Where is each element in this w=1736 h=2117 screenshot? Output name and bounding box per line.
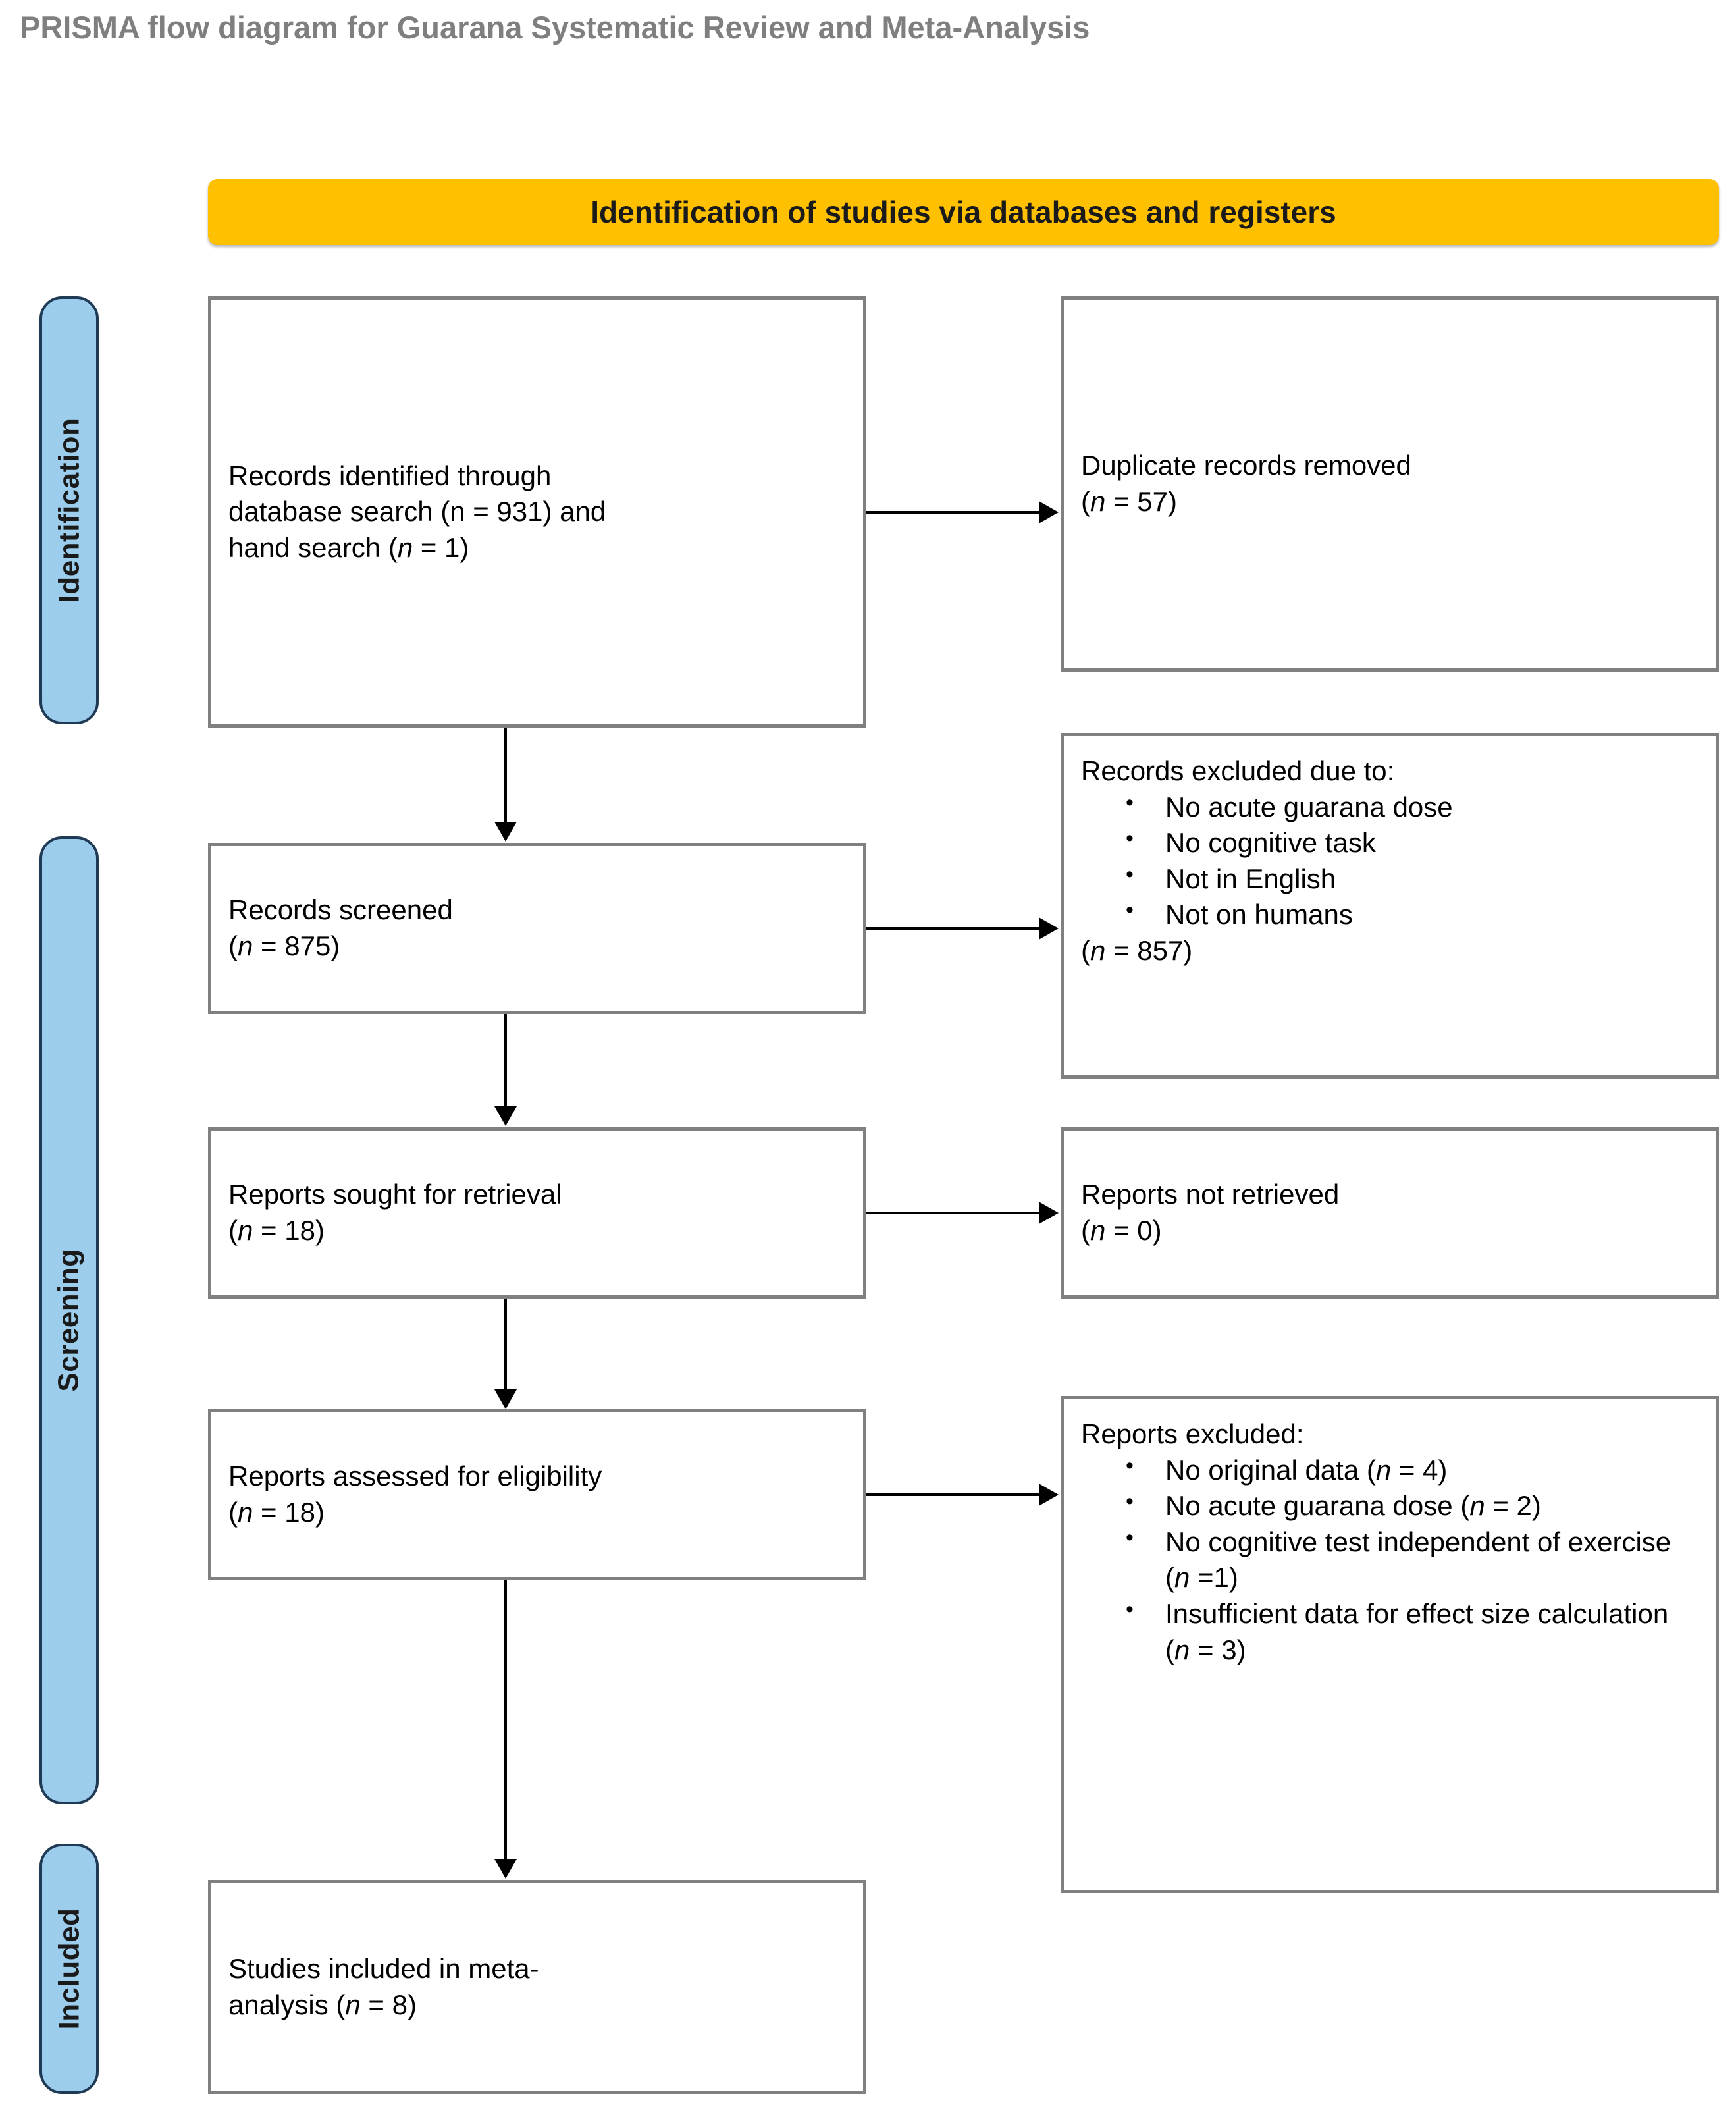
arrow-screened-to-sought xyxy=(504,1014,507,1108)
list-item: Not in English xyxy=(1126,860,1698,898)
arrow-sought-to-not-retrieved xyxy=(866,1212,1041,1214)
duplicates-paren-open: ( xyxy=(1081,486,1090,517)
box-studies-included-text: Studies included in meta- analysis (n = … xyxy=(228,1951,846,2023)
records-excluded-total: (n = 857) xyxy=(1081,933,1698,969)
list-item: No original data (n = 4) xyxy=(1126,1451,1698,1489)
list-item: No acute guarana dose (n = 2) xyxy=(1126,1487,1698,1524)
reports-excluded-b2-n-symbol: n xyxy=(1174,1562,1190,1594)
box-records-identified-text: Records identified through database sear… xyxy=(228,458,846,566)
reports-excluded-heading: Reports excluded: xyxy=(1081,1418,1304,1449)
reports-not-retrieved-line1: Reports not retrieved xyxy=(1081,1179,1340,1210)
studies-included-line1: Studies included in meta- xyxy=(228,1952,539,1984)
reports-assessed-line1: Reports assessed for eligibility xyxy=(228,1460,602,1492)
box-reports-assessed-text: Reports assessed for eligibility (n = 18… xyxy=(228,1459,846,1530)
list-item: No acute guarana dose xyxy=(1126,788,1698,826)
arrow-identified-to-duplicates xyxy=(866,511,1041,514)
list-item: Not on humans xyxy=(1126,896,1698,933)
box-reports-sought-for-retrieval: Reports sought for retrieval (n = 18) xyxy=(208,1127,866,1299)
arrowhead-sought-to-assessed xyxy=(494,1389,517,1409)
reports-excluded-b1-count: = 2) xyxy=(1485,1490,1541,1522)
list-item: Insufficient data for effect size calcul… xyxy=(1126,1595,1698,1668)
records-excluded-n-symbol: n xyxy=(1090,934,1106,966)
reports-excluded-b0-n-symbol: n xyxy=(1375,1454,1392,1486)
records-excluded-paren-open: ( xyxy=(1081,934,1090,966)
duplicates-count: = 57) xyxy=(1105,486,1177,517)
reports-excluded-b0-text: No original data ( xyxy=(1165,1454,1376,1486)
records-identified-line3b: = 1) xyxy=(413,531,469,563)
arrow-screened-to-excluded xyxy=(866,927,1041,930)
reports-sought-paren-open: ( xyxy=(228,1215,238,1246)
records-identified-line1: Records identified through xyxy=(228,460,552,491)
records-screened-count: = 875) xyxy=(253,930,340,961)
identification-header-label: Identification of studies via databases … xyxy=(591,195,1336,229)
duplicates-line1: Duplicate records removed xyxy=(1081,450,1411,481)
records-excluded-heading: Records excluded due to: xyxy=(1081,755,1395,786)
identification-header-bar: Identification of studies via databases … xyxy=(208,179,1719,245)
reports-excluded-b1-n-symbol: n xyxy=(1469,1490,1485,1522)
box-reports-sought-text: Reports sought for retrieval (n = 18) xyxy=(228,1177,846,1248)
phase-tab-identification: Identification xyxy=(39,296,99,724)
reports-excluded-b2-count: =1) xyxy=(1190,1562,1238,1594)
arrowhead-assessed-to-included xyxy=(494,1859,517,1879)
arrowhead-sought-to-not-retrieved xyxy=(1039,1202,1059,1224)
arrowhead-assessed-to-reports-excluded xyxy=(1039,1484,1059,1506)
duplicates-n-symbol: n xyxy=(1090,486,1106,517)
phase-label-included: Included xyxy=(53,1908,85,2030)
arrow-identified-to-screened xyxy=(504,728,507,823)
reports-sought-n-symbol: n xyxy=(238,1215,253,1246)
list-item: No cognitive task xyxy=(1126,824,1698,861)
box-duplicate-records-removed: Duplicate records removed (n = 57) xyxy=(1061,296,1719,672)
reports-assessed-count: = 18) xyxy=(253,1497,325,1528)
box-records-screened-text: Records screened (n = 875) xyxy=(228,892,846,964)
box-reports-excluded: Reports excluded: No original data (n = … xyxy=(1061,1396,1719,1893)
studies-included-n-symbol: n xyxy=(345,1989,361,2020)
records-screened-paren-open: ( xyxy=(228,930,238,961)
box-duplicates-text: Duplicate records removed (n = 57) xyxy=(1081,448,1698,520)
records-identified-n-symbol: n xyxy=(397,531,413,563)
arrow-assessed-to-included xyxy=(504,1580,507,1860)
reports-sought-count: = 18) xyxy=(253,1215,325,1246)
arrow-sought-to-assessed xyxy=(504,1299,507,1391)
reports-sought-line1: Reports sought for retrieval xyxy=(228,1179,562,1210)
box-records-identified: Records identified through database sear… xyxy=(208,296,866,728)
reports-excluded-b3-text: Insufficient data for effect size calcul… xyxy=(1165,1597,1669,1665)
phase-tab-screening: Screening xyxy=(39,836,99,1804)
records-excluded-bullet-list: No acute guarana dose No cognitive task … xyxy=(1081,788,1698,933)
reports-not-retrieved-paren-open: ( xyxy=(1081,1215,1090,1246)
records-identified-line2: database search (n = 931) and xyxy=(228,496,606,527)
reports-not-retrieved-count: = 0) xyxy=(1105,1215,1162,1246)
box-records-screened: Records screened (n = 875) xyxy=(208,843,866,1014)
reports-assessed-n-symbol: n xyxy=(238,1497,253,1528)
box-reports-not-retrieved-text: Reports not retrieved (n = 0) xyxy=(1081,1177,1698,1248)
box-reports-not-retrieved: Reports not retrieved (n = 0) xyxy=(1061,1127,1719,1299)
reports-excluded-b0-count: = 4) xyxy=(1391,1454,1448,1486)
arrowhead-identified-to-duplicates xyxy=(1039,501,1059,523)
list-item: No cognitive test independent of exercis… xyxy=(1126,1523,1698,1596)
arrowhead-screened-to-sought xyxy=(494,1106,517,1126)
arrow-assessed-to-reports-excluded xyxy=(866,1493,1041,1496)
box-records-excluded: Records excluded due to: No acute guaran… xyxy=(1061,733,1719,1079)
phase-label-identification: Identification xyxy=(53,417,85,603)
reports-excluded-b3-n-symbol: n xyxy=(1174,1634,1190,1665)
arrowhead-identified-to-screened xyxy=(494,822,517,842)
records-excluded-count: = 857) xyxy=(1105,934,1193,966)
phase-tab-included: Included xyxy=(39,1844,99,2094)
arrowhead-screened-to-excluded xyxy=(1039,917,1059,940)
records-screened-line1: Records screened xyxy=(228,894,453,926)
studies-included-count: = 8) xyxy=(360,1989,417,2020)
phase-label-screening: Screening xyxy=(53,1248,85,1392)
reports-excluded-b1-text: No acute guarana dose ( xyxy=(1165,1490,1470,1522)
reports-excluded-bullet-list: No original data (n = 4) No acute guaran… xyxy=(1081,1451,1698,1669)
reports-not-retrieved-n-symbol: n xyxy=(1090,1215,1106,1246)
page-title: PRISMA flow diagram for Guarana Systemat… xyxy=(20,10,1090,45)
studies-included-line2a: analysis ( xyxy=(228,1989,346,2020)
reports-assessed-paren-open: ( xyxy=(228,1497,238,1528)
records-identified-line3a: hand search ( xyxy=(228,531,398,563)
box-reports-assessed-for-eligibility: Reports assessed for eligibility (n = 18… xyxy=(208,1409,866,1580)
reports-excluded-b2-text: No cognitive test independent of exercis… xyxy=(1165,1526,1671,1594)
reports-excluded-b3-count: = 3) xyxy=(1190,1634,1246,1665)
records-screened-n-symbol: n xyxy=(238,930,253,961)
box-studies-included-in-meta-analysis: Studies included in meta- analysis (n = … xyxy=(208,1880,866,2094)
